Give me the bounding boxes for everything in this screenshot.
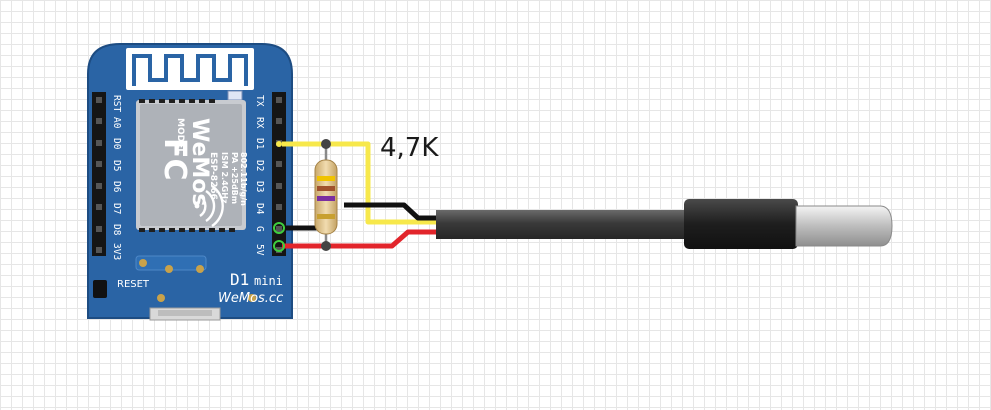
left-pin-header xyxy=(92,92,106,256)
probe-sleeve xyxy=(684,199,798,249)
wire-power-red xyxy=(282,229,440,249)
pin-label-d5: D5 xyxy=(111,160,122,171)
module-power: PA +25dBm xyxy=(230,152,239,204)
wifi-icon xyxy=(194,185,224,227)
board-name-sub: mini xyxy=(254,274,283,288)
ds18b20-probe xyxy=(436,199,893,249)
resistor-band-3 xyxy=(317,196,335,201)
pin-d1-end xyxy=(276,141,282,147)
board-bottom-pads xyxy=(135,255,256,302)
board-name: D1 xyxy=(230,270,249,289)
resistor-band-4 xyxy=(317,214,335,219)
module-standard: 802.11b/g/n xyxy=(239,152,248,206)
junction-top xyxy=(321,139,331,149)
probe-cable xyxy=(436,210,698,239)
right-pin-header xyxy=(272,92,286,256)
pullup-resistor xyxy=(314,159,338,235)
module-model: ESP-8266 xyxy=(208,152,218,200)
pin-label-g: G xyxy=(254,226,265,232)
pin-label-3v3: 3V3 xyxy=(111,243,122,260)
module-fcc-logo: FC xyxy=(157,138,192,181)
pin-label-d0: D0 xyxy=(111,138,122,150)
pin-label-5v: 5V xyxy=(254,244,265,256)
usb-port xyxy=(149,307,221,321)
module-band: ISM 2.4GHz xyxy=(220,152,229,204)
pin-label-d4: D4 xyxy=(254,203,265,215)
reset-button[interactable] xyxy=(93,280,107,298)
pin-label-rst: RST xyxy=(111,95,122,112)
pin-label-rx: RX xyxy=(254,117,265,129)
wemos-d1-mini-board: FC MODEL WeMos ESP-8266 ISM 2.4GHz PA +2… xyxy=(87,43,293,321)
board-brand: WeMos.cc xyxy=(218,291,283,306)
module-pads xyxy=(139,99,235,232)
pin-label-a0: A0 xyxy=(111,117,122,129)
pin-label-d8: D8 xyxy=(111,224,122,236)
esp-module: FC MODEL WeMos ESP-8266 ISM 2.4GHz PA +2… xyxy=(136,100,248,230)
wire-ground-black-segment xyxy=(344,202,440,221)
resistor-band-2 xyxy=(317,186,335,191)
resistor-band-1 xyxy=(317,176,335,181)
module-model-label: MODEL xyxy=(175,118,185,154)
reset-label: RESET xyxy=(117,279,150,290)
left-pin-labels: RST A0 D0 D5 D6 D7 D8 3V3 xyxy=(111,95,122,260)
pin-label-d7: D7 xyxy=(111,203,122,214)
antenna-trace xyxy=(126,48,254,90)
pin-label-d1: D1 xyxy=(254,138,265,150)
probe-tip xyxy=(795,205,893,247)
led-indicator xyxy=(227,90,243,101)
pin-label-d3: D3 xyxy=(254,181,265,192)
pin-g-end xyxy=(273,222,285,234)
pin-label-tx: TX xyxy=(254,95,265,107)
pin-label-d2: D2 xyxy=(254,160,265,171)
pin-5v-end xyxy=(273,240,285,252)
junction-bottom xyxy=(321,241,331,251)
resistor-value-label: 4,7K xyxy=(380,133,439,163)
right-pin-labels: TX RX D1 D2 D3 D4 G 5V xyxy=(254,95,265,256)
wires xyxy=(273,139,440,252)
pin-label-d6: D6 xyxy=(111,181,122,193)
